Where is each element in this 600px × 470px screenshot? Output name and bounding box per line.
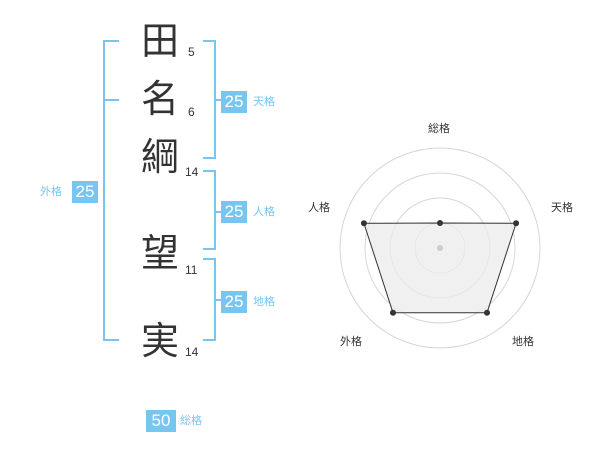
- jinkaku-label: 人格: [253, 205, 275, 218]
- name-char-2: 名: [140, 77, 179, 121]
- radar-ring-3: [364, 172, 516, 324]
- name-char-5: 実: [140, 319, 179, 363]
- radar-axis-label-soukaku: 総格: [428, 122, 450, 135]
- radar-point-1: [513, 220, 520, 227]
- stroke-count-3: 14: [185, 165, 199, 179]
- radar-point-4: [360, 220, 367, 227]
- radar-point-2: [484, 309, 491, 316]
- radar-axis-label-jinkaku: 人格: [308, 201, 330, 214]
- radar-point-3: [389, 309, 396, 316]
- soukaku-label: 総格: [180, 414, 202, 427]
- gaikaku-label: 外格: [40, 185, 62, 198]
- tenkaku-badge: 25: [221, 91, 247, 113]
- jinkaku-badge: 25: [221, 201, 247, 223]
- radar-ring-4: [339, 147, 541, 349]
- gaikaku-bracket-tick: [103, 99, 119, 101]
- name-char-1: 田: [140, 19, 179, 63]
- name-char-3: 綱: [140, 135, 179, 179]
- soukaku-badge: 50: [146, 410, 176, 432]
- stroke-count-2: 6: [188, 105, 195, 119]
- radar-axis-label-chikaku: 地格: [512, 335, 534, 348]
- radar-axis-label-tenkaku: 天格: [551, 201, 573, 214]
- stroke-count-4: 11: [185, 263, 198, 277]
- jinkaku-bracket-tick: [214, 211, 221, 213]
- stroke-count-5: 14: [185, 345, 199, 359]
- gaikaku-badge: 25: [72, 181, 98, 203]
- radar-axis-label-gaikaku: 外格: [340, 335, 362, 348]
- name-char-4: 望: [140, 231, 179, 275]
- gaikaku-bracket: [103, 40, 119, 341]
- chikaku-badge: 25: [221, 291, 247, 313]
- stroke-count-1: 5: [188, 45, 195, 59]
- radar-series-area: [363, 222, 517, 314]
- jinkaku-bracket: [203, 170, 216, 250]
- chikaku-label: 地格: [253, 295, 275, 308]
- tenkaku-label: 天格: [253, 95, 275, 108]
- radar-center-dot: [437, 245, 443, 251]
- radar-point-0: [437, 220, 443, 226]
- chikaku-bracket-tick: [214, 299, 221, 301]
- tenkaku-bracket-tick: [214, 99, 221, 101]
